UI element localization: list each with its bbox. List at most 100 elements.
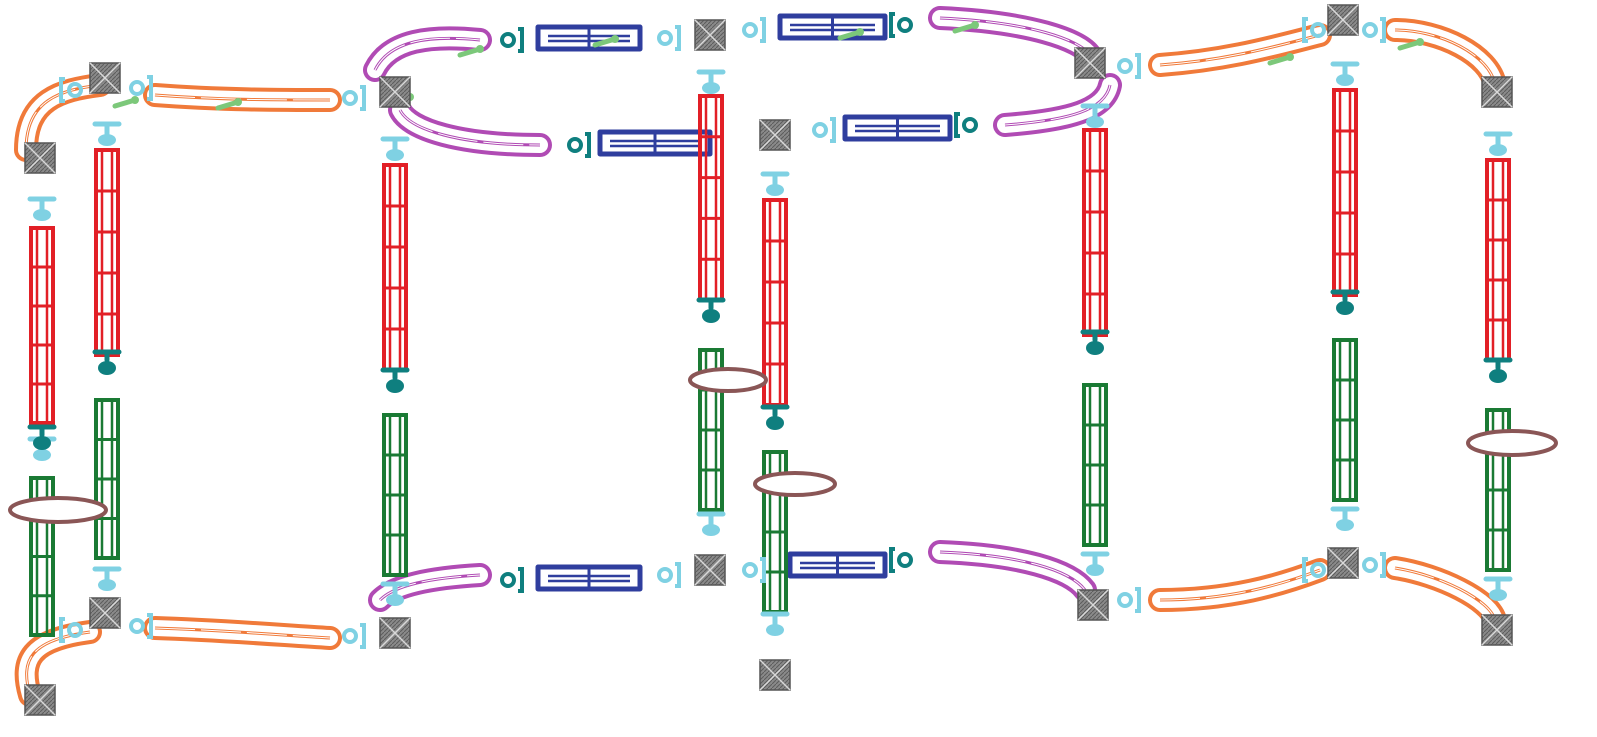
vertical-beam-red bbox=[762, 198, 788, 407]
connector-cube bbox=[379, 617, 411, 649]
connector-cube bbox=[89, 597, 121, 629]
tie-connector bbox=[112, 96, 139, 109]
curved-beam-purple bbox=[388, 98, 552, 157]
clamp-horizontal bbox=[1362, 552, 1386, 578]
clamp-light bbox=[696, 511, 726, 536]
clamp-light bbox=[380, 581, 410, 606]
clamp-horizontal bbox=[889, 547, 913, 573]
tie-connector bbox=[837, 28, 864, 41]
clamp-dark bbox=[696, 297, 726, 323]
clamp-dark bbox=[27, 424, 57, 450]
straight-beam-blue bbox=[777, 13, 888, 41]
clamp-light bbox=[380, 136, 410, 161]
ring-collars bbox=[8, 367, 1558, 524]
ring-collar bbox=[688, 367, 768, 393]
clamp-light bbox=[1080, 551, 1110, 576]
connector-cube bbox=[1327, 4, 1359, 36]
vertical-beam-red bbox=[382, 163, 408, 372]
connector-cube bbox=[24, 684, 56, 716]
clamp-dark bbox=[1080, 329, 1110, 355]
tie-connector bbox=[1397, 38, 1424, 51]
vertical-beam-red bbox=[29, 226, 55, 425]
clamp-horizontal bbox=[742, 557, 766, 583]
clamp-dark bbox=[760, 404, 790, 430]
connector-cube bbox=[1481, 614, 1513, 646]
clamp-horizontal bbox=[129, 75, 153, 101]
vertical-beam-red bbox=[1485, 158, 1511, 362]
clamp-horizontal bbox=[657, 562, 681, 588]
straight-beam-blue bbox=[597, 129, 713, 157]
tie-connector bbox=[457, 45, 484, 58]
clamp-horizontal bbox=[342, 623, 366, 649]
straight-beams bbox=[535, 13, 953, 592]
connector-cube bbox=[1077, 589, 1109, 621]
connector-cube bbox=[1481, 76, 1513, 108]
clamp-horizontal bbox=[129, 613, 153, 639]
curved-beam-purple bbox=[368, 563, 492, 612]
clamp-dark bbox=[1330, 289, 1360, 315]
vertical-beam-red bbox=[94, 148, 120, 357]
connector-cube bbox=[1074, 47, 1106, 79]
clamp-light bbox=[92, 121, 122, 146]
straight-beam-blue bbox=[842, 114, 953, 142]
clamp-horizontal bbox=[889, 12, 913, 38]
vertical-beam-green bbox=[94, 398, 120, 560]
straight-beam-blue bbox=[535, 564, 643, 592]
straight-beam-blue bbox=[787, 551, 888, 579]
connector-cube bbox=[759, 119, 791, 151]
clamp-horizontal bbox=[1362, 17, 1386, 43]
vertical-beam-green bbox=[1332, 338, 1358, 502]
curved-beam-orange bbox=[1148, 23, 1332, 77]
connector-cube bbox=[24, 142, 56, 174]
clamp-horizontal bbox=[657, 25, 681, 51]
clamp-light bbox=[1080, 103, 1110, 128]
clamp-horizontal bbox=[500, 567, 524, 593]
curved-beam-orange bbox=[1383, 556, 1507, 632]
connector-cube bbox=[759, 659, 791, 691]
clamp-horizontal bbox=[954, 112, 978, 138]
curved-beam-orange bbox=[1148, 558, 1332, 612]
curved-beam-orange bbox=[143, 616, 342, 650]
clamp-dark bbox=[380, 367, 410, 393]
clamp-horizontal bbox=[1117, 53, 1141, 79]
clamp-light bbox=[760, 171, 790, 196]
clamp-horizontal bbox=[742, 17, 766, 43]
tie-connector bbox=[592, 35, 619, 48]
curved-beam-orange bbox=[1383, 18, 1507, 97]
curved-beam-purple bbox=[928, 6, 1102, 67]
clamp-light bbox=[760, 611, 790, 636]
connector-cube bbox=[379, 76, 411, 108]
vertical-beam-green bbox=[1082, 383, 1108, 547]
curved-beam-orange bbox=[143, 83, 342, 112]
ring-collar bbox=[8, 496, 108, 524]
curved-beam-purple bbox=[928, 540, 1097, 602]
connector-cube bbox=[694, 19, 726, 51]
clamp-horizontal bbox=[567, 132, 591, 158]
ring-collar bbox=[1466, 429, 1558, 457]
clamp-horizontal bbox=[59, 617, 83, 643]
connector-cube bbox=[694, 554, 726, 586]
curved-beam-orange bbox=[14, 73, 112, 162]
connector-cube bbox=[89, 62, 121, 94]
clamp-light bbox=[27, 196, 57, 221]
ring-collar bbox=[753, 471, 837, 497]
tie-connector bbox=[215, 98, 242, 111]
clamps bbox=[27, 12, 1513, 649]
curved-beam-purple bbox=[993, 73, 1122, 137]
clamp-light bbox=[1330, 506, 1360, 531]
clamp-horizontal bbox=[59, 77, 83, 103]
clamp-horizontal bbox=[342, 85, 366, 111]
curved-beam-purple bbox=[363, 26, 492, 82]
clamp-light bbox=[696, 69, 726, 94]
clamp-horizontal bbox=[500, 27, 524, 53]
connector-cube bbox=[1327, 547, 1359, 579]
tie-connector bbox=[952, 21, 979, 34]
clamp-dark bbox=[92, 349, 122, 375]
clamp-light bbox=[92, 566, 122, 591]
vertical-beam-green bbox=[382, 413, 408, 577]
vertical-beam-red bbox=[1082, 128, 1108, 337]
clamp-light bbox=[1483, 576, 1513, 601]
clamp-light bbox=[1483, 131, 1513, 156]
clamp-horizontal bbox=[1302, 17, 1326, 43]
